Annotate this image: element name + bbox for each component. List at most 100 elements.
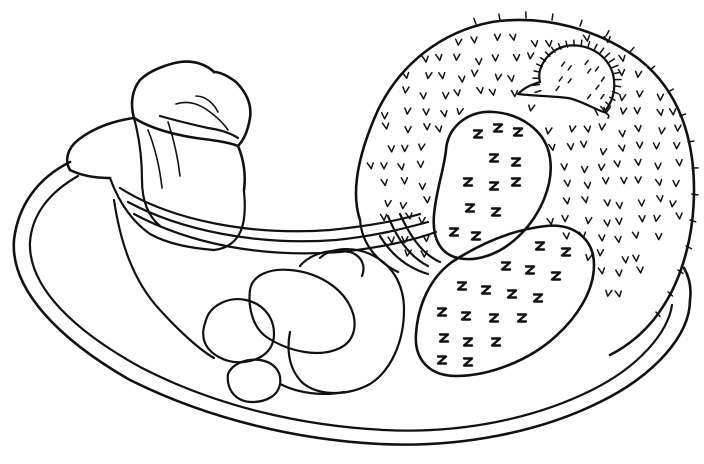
bulb-inner-tick [595, 67, 598, 71]
spine-mark [388, 146, 394, 152]
spine-mark [606, 290, 612, 296]
spine-mark [529, 105, 535, 111]
spine-mark [601, 149, 607, 155]
granule-mark [438, 357, 446, 364]
spine-mark [563, 198, 569, 204]
bulb-spine-marks [533, 40, 621, 115]
spine-mark [632, 232, 638, 238]
spine-mark [436, 126, 442, 132]
granule-mark [492, 209, 500, 216]
spine-mark [633, 255, 639, 261]
spine-mark [546, 128, 552, 134]
spine-mark [599, 164, 605, 170]
granule-mark [490, 155, 498, 162]
spine-mark [510, 34, 516, 40]
spine-mark [635, 177, 641, 183]
spine-mark [604, 220, 610, 226]
granule-mark [482, 287, 490, 294]
spine-mark [405, 108, 411, 114]
spine-mark [635, 126, 641, 132]
spine-mark [620, 95, 626, 101]
spine-mark [367, 163, 373, 169]
spine-mark [586, 255, 592, 261]
spine-mark [674, 143, 680, 149]
spine-mark [400, 203, 406, 209]
spine-mark [381, 163, 387, 169]
spine-mark [495, 34, 501, 40]
granule-mark [514, 129, 522, 136]
spine-mark [489, 89, 495, 95]
bulb-inner-tick [585, 60, 588, 64]
spine-mark [454, 54, 460, 60]
spine-mark [616, 270, 622, 276]
spine-mark [619, 131, 625, 137]
edge-spine [499, 14, 500, 20]
spine-mark [419, 144, 425, 150]
spine-mark [656, 234, 662, 240]
edge-spine [606, 31, 609, 36]
spine-mark [472, 70, 478, 76]
spine-mark [655, 163, 661, 169]
upper-granular-lobe [434, 112, 551, 259]
spine-mark [562, 216, 568, 222]
spine-mark [598, 268, 604, 274]
spine-mark [401, 178, 407, 184]
granule-mark [536, 243, 544, 250]
spine-mark [675, 125, 681, 131]
spine-mark [459, 76, 465, 82]
bulb-inner-tick [556, 86, 559, 90]
spine-mark [426, 73, 432, 79]
spine-mark [549, 145, 555, 151]
spine-mark [424, 197, 430, 203]
granule-mark [474, 131, 482, 138]
bulb-inner-tick [596, 85, 599, 89]
spine-mark [403, 87, 409, 93]
granule-mark [534, 295, 542, 302]
spine-mark [405, 127, 411, 133]
granule-mark [518, 315, 526, 322]
spine-mark [547, 219, 553, 225]
spine-mark [583, 35, 589, 41]
spine-mark [443, 93, 449, 99]
granule-mark [562, 249, 570, 256]
spine-mark [603, 178, 609, 184]
spine-mark [385, 201, 391, 207]
spine-mark [382, 113, 388, 119]
spine-mark [670, 201, 676, 207]
spine-mark [567, 144, 573, 150]
bulb-spine [594, 44, 597, 49]
spine-mark [528, 53, 534, 59]
granule-mark [450, 229, 458, 236]
spine-mark [388, 237, 394, 243]
spine-mark [561, 164, 567, 170]
spine-mark [477, 88, 483, 94]
spine-mark [381, 214, 387, 220]
granule-mark [552, 273, 560, 280]
spine-mark [514, 55, 520, 61]
bulb-spine [609, 59, 614, 62]
spine-mark [511, 91, 517, 97]
bulb-inner-tick [568, 79, 571, 83]
spine-mark [636, 71, 642, 77]
spine-mark [492, 55, 498, 61]
granule-mark [512, 159, 520, 166]
spine-mark [657, 196, 663, 202]
spine-mark [637, 91, 643, 97]
bulb-spine [612, 65, 618, 67]
spine-mark [570, 126, 576, 132]
spine-mark [582, 197, 588, 203]
spine-mark [619, 55, 625, 61]
spine-mark [654, 215, 660, 221]
spine-mark [454, 90, 460, 96]
spine-mark [439, 73, 445, 79]
spine-mark [403, 73, 409, 79]
spine-mark [615, 291, 621, 297]
spine-mark [476, 59, 482, 65]
granule-mark [458, 283, 466, 290]
bulb-spine [581, 40, 582, 46]
spine-mark [604, 200, 610, 206]
spine-mark [673, 181, 679, 187]
spine-mark [621, 178, 627, 184]
spine-mark [564, 180, 570, 186]
